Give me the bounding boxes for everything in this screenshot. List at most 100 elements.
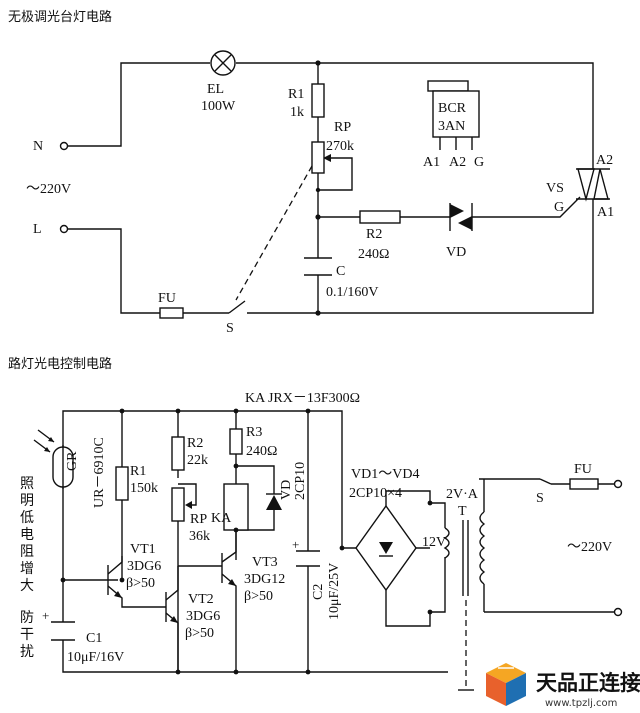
label-c1-value: 10μF/16V	[67, 650, 124, 665]
fuse-fu-icon	[159, 307, 184, 319]
transistor-vt1-icon	[107, 556, 166, 608]
label-vd: VD	[279, 480, 294, 500]
label-vt3: VT3	[252, 555, 278, 570]
junction-dot	[315, 187, 321, 193]
note-anti-interference: 防 干 扰	[20, 610, 34, 660]
label-vt1-type: 3DG6	[127, 559, 161, 574]
label-r1-value: 150k	[130, 481, 158, 496]
mechanical-link-dashed	[235, 165, 313, 301]
label-bridge-value: 2CP10×4	[349, 486, 402, 501]
label-vd-model: 2CP10	[293, 462, 308, 500]
c2-wire	[62, 410, 615, 673]
svg-text:阻: 阻	[20, 544, 34, 560]
diac-vd-icon	[449, 203, 473, 231]
note-light-resistance: 照 明 低 电 阻 增 大	[20, 477, 34, 594]
label-ka: KA	[211, 511, 232, 526]
label-relay-spec: KA JRX－13F300Ω	[245, 391, 360, 406]
label-vt2: VT2	[188, 592, 214, 607]
watermark-url: www.tpzlj.com	[545, 698, 617, 709]
label-r2-value: 240Ω	[358, 247, 389, 262]
potentiometer-rp-icon	[311, 141, 325, 174]
terminal-line-2	[613, 607, 623, 617]
label-vs-g: G	[554, 200, 564, 215]
label-n: N	[33, 139, 43, 154]
triac-vs-icon	[576, 158, 610, 210]
terminal-line-1	[613, 479, 623, 489]
label-bcr: BCR	[438, 101, 467, 116]
rp-wiper-arrow	[185, 501, 192, 509]
relay-coil-ka-icon	[223, 483, 249, 531]
label-pin-a2: A2	[449, 155, 466, 170]
svg-text:干: 干	[20, 628, 34, 643]
label-s: S	[226, 321, 234, 336]
label-pin-g: G	[474, 155, 484, 170]
capacitor-c1-icon: +	[42, 608, 75, 641]
label-vs-a1: A1	[597, 205, 614, 220]
watermark-name: 天品正连接	[536, 671, 640, 695]
junction-dot	[315, 214, 321, 220]
resistor-r1-icon	[115, 466, 129, 501]
label-pin-a1: A1	[423, 155, 440, 170]
label-c2-value: 10μF/25V	[327, 563, 342, 620]
circuit-1-title: 无极调光台灯电路	[8, 9, 112, 25]
resistor-r1-icon	[311, 83, 325, 118]
cube-logo-icon	[486, 663, 526, 706]
terminal-n	[59, 141, 69, 151]
label-gr: GR	[65, 451, 80, 471]
potentiometer-rp-icon	[171, 487, 185, 522]
label-r2-value: 22k	[187, 453, 208, 468]
label-gr-model: UR－6910C	[92, 437, 107, 508]
label-vs: VS	[546, 181, 564, 196]
circuit-1: 无极调光台灯电路 N L ～220V EL 100W R1 1k RP 270k	[8, 9, 614, 336]
label-rp-value: 36k	[189, 529, 210, 544]
bridge-rectifier-icon	[355, 504, 417, 604]
capacitor-c2-icon: +	[292, 537, 320, 567]
label-c-value: 0.1/160V	[326, 285, 379, 300]
svg-text:明: 明	[20, 494, 34, 509]
svg-text:防: 防	[20, 610, 34, 626]
svg-text:大: 大	[20, 578, 34, 594]
label-r2: R2	[366, 227, 382, 242]
bcr-package-icon	[427, 80, 480, 150]
svg-text:增: 增	[20, 561, 34, 577]
junction-dot	[315, 60, 321, 66]
capacitor-c-icon	[304, 257, 332, 276]
label-vt1-beta: β>50	[126, 576, 155, 591]
label-vt2-beta: β>50	[185, 626, 214, 641]
label-voltage: ～220V	[567, 540, 612, 555]
junction-dots	[60, 408, 433, 675]
label-vt3-type: 3DG12	[244, 572, 285, 587]
label-vs-a2: A2	[596, 153, 613, 168]
label-fu: FU	[158, 291, 176, 306]
diode-vd-icon	[266, 493, 282, 510]
label-rp: RP	[334, 120, 351, 135]
label-transformer-rating: 2V·A	[446, 487, 479, 502]
label-c: C	[336, 264, 345, 279]
switch-s-icon	[228, 300, 246, 314]
resistor-r3-icon	[229, 428, 243, 455]
lamp-el-icon	[210, 50, 236, 76]
transistor-vt3-icon	[221, 530, 237, 672]
label-vd: VD	[446, 245, 466, 260]
label-el: EL	[207, 82, 224, 97]
label-l: L	[33, 222, 42, 237]
label-c1: C1	[86, 631, 102, 646]
svg-text:低: 低	[20, 510, 34, 526]
label-r1: R1	[288, 87, 304, 102]
label-r2: R2	[187, 436, 203, 451]
label-r3-value: 240Ω	[246, 444, 277, 459]
rp-wiper-loop	[318, 157, 353, 191]
svg-text:照: 照	[20, 477, 34, 492]
circuit-2: 路灯光电控制电路 KA JRX－13F300Ω GR UR－6910C 照 明 …	[8, 356, 623, 691]
svg-text:电: 电	[20, 527, 34, 543]
label-bcr-model: 3AN	[438, 119, 465, 134]
photoresistor-gr-icon	[33, 429, 74, 489]
fuse-fu-icon	[569, 478, 599, 490]
label-rp-value: 270k	[326, 139, 354, 154]
svg-text:扰: 扰	[20, 644, 34, 660]
transistor-vt2-icon	[165, 565, 222, 672]
label-12v: 12V	[422, 535, 446, 550]
label-fu: FU	[574, 462, 592, 477]
label-transformer: T	[458, 504, 467, 519]
